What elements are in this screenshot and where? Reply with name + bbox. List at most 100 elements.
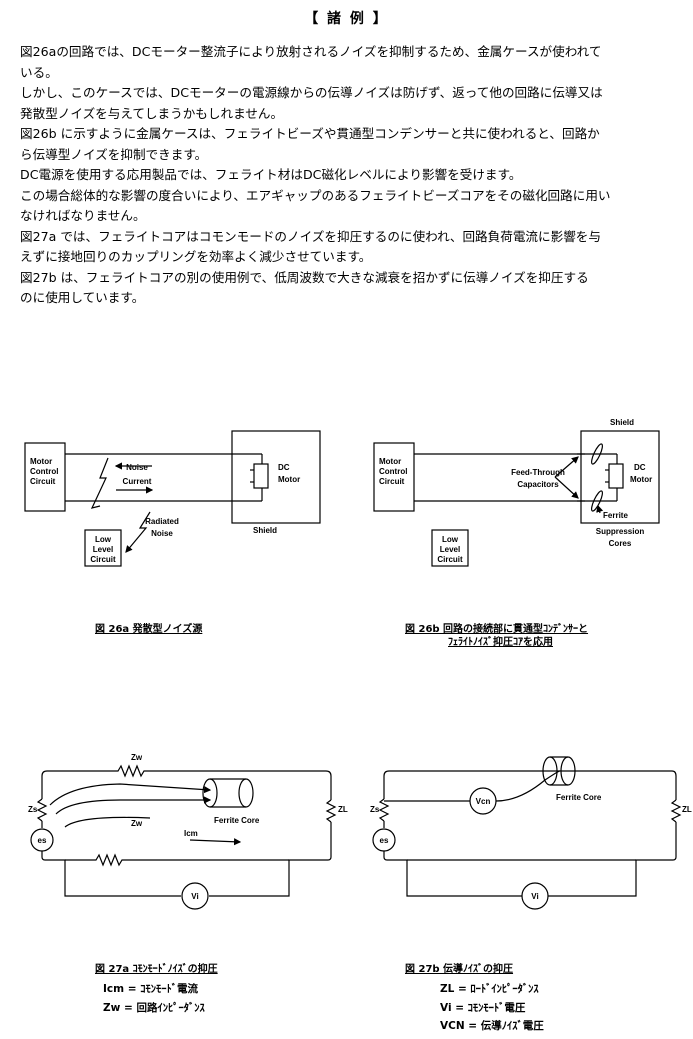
capacitor-arrow [554,456,579,478]
zs-resistor [36,798,48,822]
label: Current [123,477,152,486]
label: Motor [30,457,52,466]
ferrite-bead [591,490,603,512]
legend-symbol: VCN [440,1020,465,1032]
legend-item: Vi = ｺﾓﾝﾓｰﾄﾞ電圧 [440,1000,525,1015]
text-line: 図26b に示すように金属ケースは、フェライトビーズや貫通型コンデンサーと共に使… [20,126,600,141]
label: Circuit [90,555,116,564]
figure-27a-labels: Zw Zw Zs ZL es Icm Vi Ferrite Core [28,753,348,901]
label: ZL [682,805,692,814]
ground-path [65,853,289,867]
label: Radiated [145,517,179,526]
text-line: DC電源を使用する応用製品では、フェライト材はDC磁化レベルにより影響を受けます… [20,167,522,182]
label: Suppression [596,527,645,536]
figure-26b-caption-line1: 図 26b 回路の接続部に貫通型ｺﾝﾃﾞﾝｻｰと [405,624,589,635]
low-level-box [84,529,122,567]
label: Vi [191,892,198,901]
body-text: 図26aの回路では、DCモーター整流子により放射されるノイズを抑制するため、金属… [20,42,680,309]
motor-control-box [24,442,66,512]
label: Circuit [437,555,463,564]
label: Control [379,467,407,476]
legend-text: = 回路ｲﾝﾋﾟｰﾀﾞﾝｽ [123,1002,205,1014]
figure-26a-caption: 図 26a 発散型ノイズ源 [95,624,203,635]
text-line: のに使用しています。 [20,290,145,305]
ferrite-bead [591,443,603,465]
shield-box [231,430,321,524]
label: DC [634,463,646,472]
legend-item: Icm = ｺﾓﾝﾓｰﾄﾞ電流 [103,981,198,996]
label: Shield [610,418,634,427]
label: Feed-Through [511,468,565,477]
ferrite-core-back [238,778,254,808]
label: Capacitors [517,480,559,489]
label: Ferrite Core [556,793,602,802]
text-line: 発散型ノイズを与えてしまうかもしれません。 [20,105,284,121]
label: Ferrite [603,511,628,520]
figure-27b-caption: 図 27b 伝導ﾉｲｽﾞの抑圧 [405,964,514,975]
text-line: いる。 [20,64,58,80]
radiated-lightning [125,511,151,553]
label: Shield [253,526,277,535]
label: Level [440,545,460,554]
legend-item: Zw = 回路ｲﾝﾋﾟｰﾀﾞﾝｽ [103,1000,205,1015]
text-line: ら伝導型ノイズを抑制できます。 [20,146,208,162]
text-line: なければなりません。 [20,208,146,223]
text-line: この場合総体的な影響の度合いにより、エアギャップのあるフェライトビーズコアをその… [20,187,611,203]
vi-meter [181,882,209,910]
figure-26a [24,430,321,567]
label: Vi [531,892,538,901]
label: es [38,836,47,845]
legend-item: VCN = 伝導ﾉｲｽﾞ電圧 [440,1018,544,1033]
legend-text: = ｺﾓﾝﾓｰﾄﾞ電圧 [455,1002,526,1014]
low-level-box [431,529,469,567]
ferrite-arrow [596,504,604,514]
label: Circuit [379,477,405,486]
text-line: 図26aの回路では、DCモーター整流子により放射されるノイズを抑制するため、金属… [20,44,602,59]
label: Motor [278,475,300,484]
noise-lightning [90,457,109,509]
page-title: 【 諸 例 】 [304,11,389,27]
label: Low [95,535,112,544]
zl-resistor [670,799,682,823]
figure-26b-caption-line2: ﾌｪﾗｲﾄﾉｲｽﾞ抑圧ｺｱを応用 [448,637,553,648]
label: Vcn [476,797,491,806]
zl-resistor [325,799,337,823]
text-line: えずに接地回りのカップリングを効率よく減少させています。 [20,249,372,264]
label: DC [278,463,290,472]
legend-symbol: Vi [440,1002,452,1014]
capacitor-arrow [554,476,579,499]
figure-27a [30,764,337,910]
legend-symbol: ZL [440,983,455,995]
label: ZL [338,805,348,814]
label: Zs [28,805,38,814]
legend-text: = ﾛｰﾄﾞｲﾝﾋﾟｰﾀﾞﾝｽ [457,983,539,995]
text-line: 図27b は、フェライトコアの別の使用例で、低周波数で大きな減衰を招かずに伝導ノ… [20,269,589,285]
label: Control [30,467,58,476]
label: es [380,836,389,845]
dc-motor-symbol [608,463,624,489]
ferrite-core-front [202,778,218,808]
label: Motor [379,457,401,466]
legend-item: ZL = ﾛｰﾄﾞｲﾝﾋﾟｰﾀﾞﾝｽ [440,981,539,996]
label: Cores [609,539,632,548]
figure-27b [372,756,682,910]
legend-symbol: Zw [103,1002,121,1014]
figure-27a-caption: 図 27a ｺﾓﾝﾓｰﾄﾞﾉｲｽﾞの抑圧 [95,964,218,975]
label: Zw [131,819,143,828]
shield-box [580,430,660,524]
label: Zw [131,753,143,762]
figure-26b-labels: Shield Motor Control Circuit Feed-Throug… [379,418,652,564]
motor-control-box [373,442,415,512]
label: Level [93,545,113,554]
current-arrow [49,783,212,806]
label: Ferrite Core [214,816,260,825]
icm-arrow [189,838,242,846]
text-line: しかし、このケースでは、DCモーターの電源線からの伝導ノイズは防げず、返って他の… [20,85,603,100]
legend-text: = ｺﾓﾝﾓｰﾄﾞ電流 [127,983,198,995]
label: Motor [630,475,652,484]
dc-motor-symbol [253,463,269,489]
zs-resistor [378,798,390,822]
text-line: 図27a では、フェライトコアはコモンモードのノイズを抑圧するのに使われ、回路負… [20,228,601,244]
figure-26b [373,430,660,567]
